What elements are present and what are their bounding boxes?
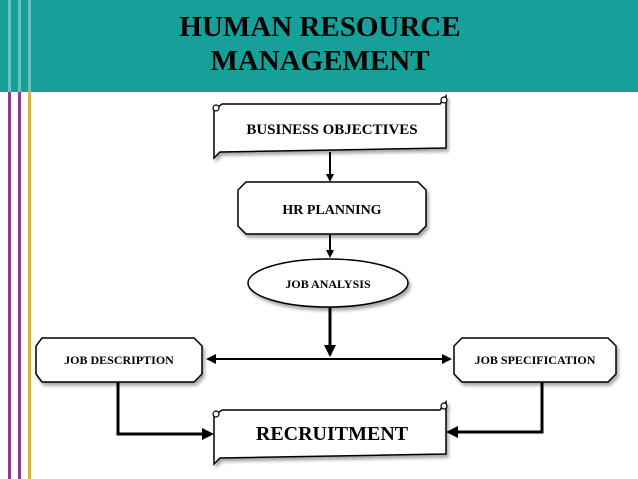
decorative-stripe-gold [28, 92, 31, 479]
decorative-stripe-purple-1 [8, 92, 11, 479]
page-title: HUMAN RESOURCE MANAGEMENT [160, 10, 480, 78]
connector-specification-to-recruitment [454, 382, 544, 434]
decorative-stripe-purple-2 [18, 92, 21, 479]
page-title-line-1: HUMAN RESOURCE [179, 11, 461, 43]
job-description-label: JOB DESCRIPTION [64, 353, 174, 367]
recruitment-label: RECRUITMENT [256, 423, 409, 445]
title-banner: HUMAN RESOURCE MANAGEMENT [0, 0, 638, 92]
job-description-box [35, 337, 203, 383]
job-specification-label: JOB SPECIFICATION [475, 353, 596, 367]
business-objectives-box [212, 93, 448, 160]
job-analysis-label: JOB ANALYSIS [285, 277, 371, 291]
job-specification-box [453, 337, 617, 383]
page-title-line-2: MANAGEMENT [210, 45, 430, 77]
arrow-head-description [202, 428, 214, 440]
connector-description-to-recruitment [116, 382, 206, 436]
arrow-head-specification [446, 426, 458, 438]
recruitment-box [212, 399, 448, 466]
job-analysis-ellipse [247, 258, 409, 308]
banner-stripes [0, 0, 34, 92]
business-objectives-label: BUSINESS OBJECTIVES [246, 122, 417, 138]
hr-planning-label: HR PLANNING [282, 203, 381, 218]
arrow-head-left [206, 354, 216, 364]
arrow-head-right [442, 354, 452, 364]
hr-planning-box [237, 181, 427, 235]
